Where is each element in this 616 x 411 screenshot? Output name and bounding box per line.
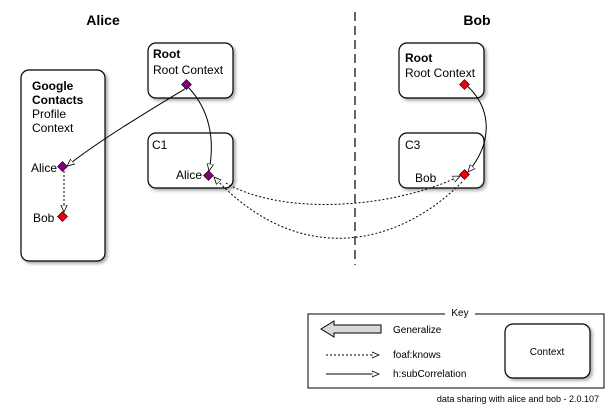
google-alice-node[interactable] [57, 161, 68, 172]
key-generalize-label: Generalize [393, 325, 442, 336]
key-context-label: Context [530, 347, 565, 358]
c3-title: C3 [405, 138, 421, 152]
google-sub-line1: Profile [32, 107, 66, 121]
c1-alice-label: Alice [176, 168, 202, 182]
bob-column-title: Bob [463, 12, 490, 28]
key-context-sample [504, 323, 591, 379]
generalize-arrow-icon [320, 320, 382, 338]
google-title-line1: Google [32, 79, 74, 93]
key-title-bg [445, 306, 475, 320]
alice-root-context[interactable] [147, 42, 234, 99]
google-bob-label: Bob [33, 211, 55, 225]
google-sub-line2: Context [32, 121, 74, 135]
google-bob-node[interactable] [57, 211, 68, 222]
alice-column-title: Alice [86, 12, 120, 28]
alice-root-title: Root [153, 47, 180, 61]
google-alice-label: Alice [31, 161, 57, 175]
subcorr-root-to-c3-bob [465, 84, 487, 172]
bob-root-sub: Root Context [405, 66, 476, 80]
c1-title: C1 [152, 138, 168, 152]
footer-caption: data sharing with alice and bob - 2.0.10… [437, 394, 599, 404]
subcorr-root-to-google-alice [67, 86, 189, 166]
key-subcorr-label: h:subCorrelation [393, 369, 466, 380]
alice-root-node[interactable] [181, 79, 192, 90]
key-foaf-label: foaf:knows [393, 350, 441, 361]
c3-bob-node[interactable] [459, 169, 470, 180]
c3-bob-label: Bob [415, 171, 437, 185]
c1-alice-node[interactable] [203, 170, 214, 181]
subcorr-root-to-c1-alice [187, 86, 211, 171]
foaf-bob-to-alice-lower [214, 177, 463, 239]
foaf-alice-to-bob-upper [225, 175, 460, 205]
bob-root-node[interactable] [459, 79, 470, 90]
google-title-line2: Contacts [32, 93, 84, 107]
alice-root-sub: Root Context [153, 63, 224, 77]
bob-root-title: Root [405, 51, 432, 65]
key-title: Key [451, 308, 468, 319]
